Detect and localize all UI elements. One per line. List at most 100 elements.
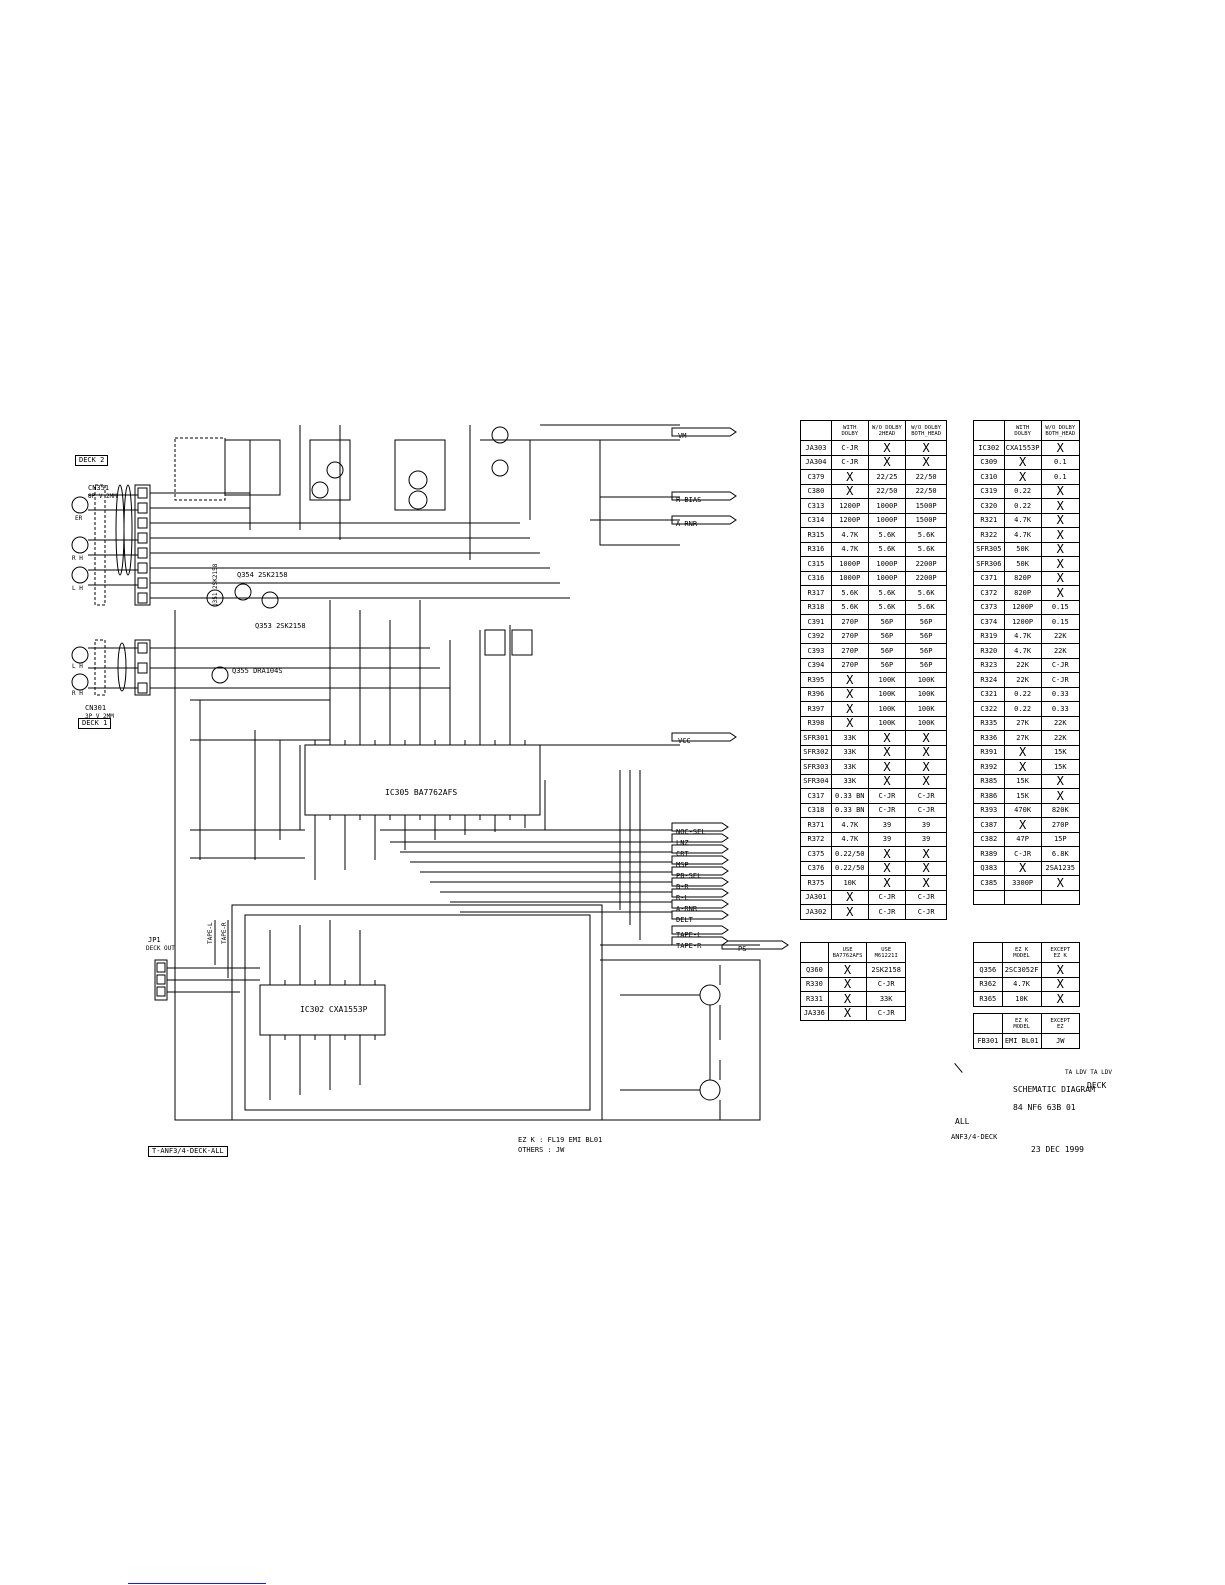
part-value-cell: 100K	[867, 672, 907, 688]
part-value-cell: 4.7K	[830, 831, 869, 847]
part-ref-cell: JA302	[800, 904, 832, 920]
part-value-cell: JW	[1040, 1033, 1081, 1049]
part-ref-cell: R389	[973, 846, 1005, 862]
part-value-cell: X	[905, 730, 947, 746]
table-main-header-cell: W/O DOLBY BOTH_HEAD	[905, 420, 947, 441]
part-value-cell: X	[1040, 570, 1081, 586]
part-value-cell: 5.6K	[905, 585, 947, 601]
part-value-cell: C-JR	[867, 788, 907, 804]
part-value-cell: X	[1040, 556, 1081, 572]
part-value-cell: 2SC3052F	[1001, 962, 1042, 978]
title-deck: DECK	[1087, 1081, 1107, 1090]
part-ref-cell: SFR306	[973, 556, 1005, 572]
part-ref-cell: R395	[800, 672, 832, 688]
part-value-cell: X	[905, 440, 947, 456]
part-value-cell: 5.6K	[867, 527, 907, 543]
part-value-cell: C-JR	[905, 802, 947, 818]
part-ref-cell: Q356	[973, 962, 1003, 978]
part-value-cell: 56P	[905, 643, 947, 659]
part-value-cell: 0.22	[1003, 483, 1042, 499]
part-value-cell: 22/50	[905, 469, 947, 485]
part-ref-cell: C321	[973, 686, 1005, 702]
part-value-cell: X	[1040, 541, 1081, 557]
part-ref-cell: C379	[800, 469, 832, 485]
part-value-cell: 50K	[1003, 541, 1042, 557]
part-ref-cell: R386	[973, 788, 1005, 804]
part-value-cell: 22/25	[867, 469, 907, 485]
table-ezk-header-cell: EZ K MODEL	[1001, 942, 1042, 963]
part-ref-cell: C309	[973, 454, 1005, 470]
part-value-cell: X	[827, 962, 868, 978]
deck2-rh-label: R H	[72, 555, 83, 562]
deck2-label: DECK 2	[75, 455, 109, 466]
part-value-cell: 15K	[1003, 773, 1042, 789]
part-value-cell: 470K	[1003, 802, 1042, 818]
part-value-cell: 22K	[1040, 628, 1081, 644]
part-value-cell: 2200P	[905, 556, 947, 572]
part-value-cell: 4.7K	[1003, 512, 1042, 528]
part-value-cell: X	[867, 860, 907, 876]
part-value-cell: 22K	[1040, 730, 1081, 746]
part-value-cell: C-JR	[905, 889, 947, 905]
part-ref-cell: R392	[973, 759, 1005, 775]
part-value-cell	[1040, 889, 1081, 905]
ic302-label: IC302 CXA1553P	[300, 1005, 368, 1014]
part-value-cell: 0.1	[1040, 469, 1081, 485]
part-value-cell: 0.22	[1003, 686, 1042, 702]
part-ref-cell: R335	[973, 715, 1005, 731]
part-value-cell: C-JR	[905, 788, 947, 804]
part-value-cell: X	[830, 701, 869, 717]
part-ref-cell: SFR305	[973, 541, 1005, 557]
part-value-cell: X	[1040, 498, 1081, 514]
vcc-tag	[671, 732, 737, 742]
table-fb-header-cell: EXCEPT EZ	[1040, 1013, 1081, 1034]
part-value-cell: 270P	[830, 614, 869, 630]
part-value-cell: 22K	[1040, 643, 1081, 659]
part-value-cell: X	[827, 976, 868, 992]
part-value-cell: 820P	[1003, 570, 1042, 586]
part-value-cell: 1000P	[867, 570, 907, 586]
table-side-header-cell: WITH DOLBY	[1003, 420, 1042, 441]
part-value-cell: X	[1040, 527, 1081, 543]
q356-transistor	[491, 459, 509, 477]
part-value-cell: 22/50	[905, 483, 947, 499]
part-value-cell: 0.22/50	[830, 846, 869, 862]
deck2-lh-symbol	[71, 566, 89, 584]
part-value-cell: 5.6K	[905, 527, 947, 543]
part-ref-cell: C385	[973, 875, 1005, 891]
part-value-cell: 39	[905, 831, 947, 847]
q353-label: Q353 2SK2158	[255, 622, 306, 630]
part-value-cell: 39	[867, 817, 907, 833]
part-value-cell: 56P	[867, 657, 907, 673]
part-ref-cell: R331	[800, 991, 829, 1007]
part-value-cell: 10K	[830, 875, 869, 891]
title-doc-no: 84 NF6 63B 01	[1013, 1103, 1076, 1112]
part-value-cell: 100K	[905, 686, 947, 702]
part-ref-cell: C319	[973, 483, 1005, 499]
title-model: ALL	[955, 1117, 970, 1126]
part-value-cell: X	[1003, 860, 1042, 876]
vm-tag	[671, 427, 737, 437]
sig-lnz: LNZ	[676, 839, 689, 847]
